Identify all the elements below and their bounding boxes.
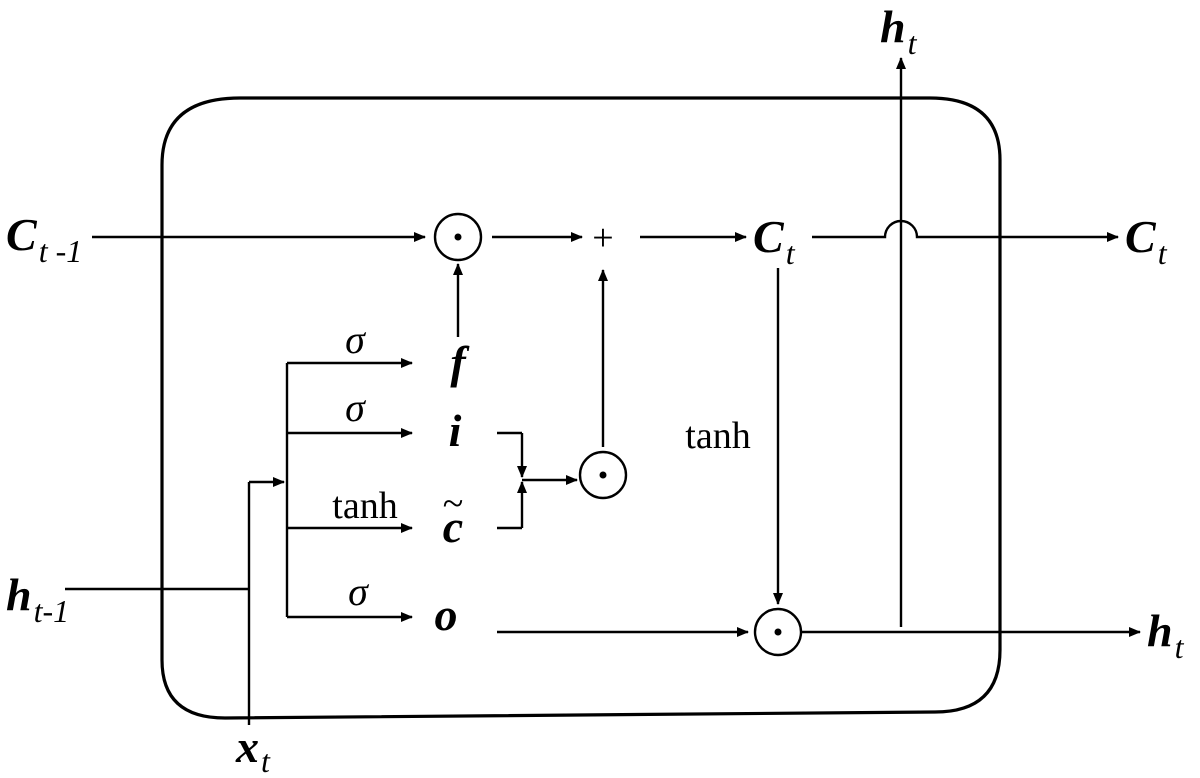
sigma-i-label: σ (345, 385, 366, 430)
gate-c-tilde-label: ~ (443, 483, 464, 525)
forget-mult-dot (454, 233, 462, 241)
output-mult-node (753, 607, 803, 657)
tanh-c-label: tanh (332, 485, 397, 527)
output-mult-dot (774, 628, 782, 636)
input-mult-node (578, 450, 628, 500)
arrow-ct-to-output (812, 219, 1119, 242)
plus-node: + (592, 217, 613, 259)
gate-o-label: o (435, 589, 458, 640)
input-mult-dot (599, 471, 607, 479)
xt-label: xt (235, 721, 271, 778)
ct-output-label: Ct (1125, 211, 1168, 271)
ht-top-label: ht (880, 1, 918, 61)
forget-mult-node (433, 212, 483, 262)
ht-right-label: ht (1147, 605, 1185, 665)
gate-f-label: f (450, 337, 470, 388)
gate-c-label: c (443, 501, 463, 552)
cell-boundary (160, 96, 1002, 720)
gate-i-label: i (449, 405, 462, 456)
cprev-label: Ct -1 (6, 209, 82, 269)
tanh-cell-label: tanh (685, 415, 750, 457)
hprev-label: ht-1 (6, 569, 69, 629)
ct-inner-label: Ct (753, 211, 796, 271)
sigma-o-label: σ (348, 569, 369, 614)
sigma-f-label: σ (345, 317, 366, 362)
